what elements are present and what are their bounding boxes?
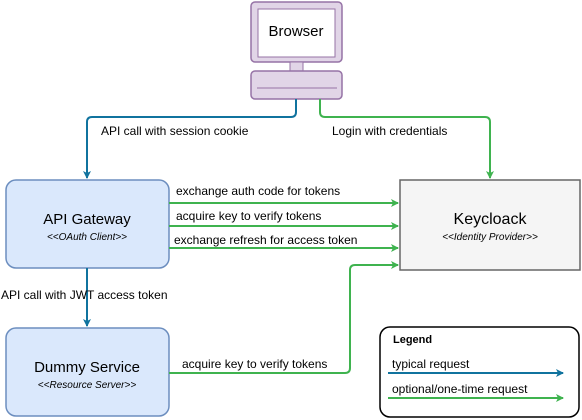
- keycloak-stereotype: <<Identity Provider>>: [442, 232, 538, 243]
- edge-gateway-acquire-key-label: acquire key to verify tokens: [176, 209, 321, 223]
- edge-gateway-to-service-label: API call with JWT access token: [1, 288, 168, 302]
- edge-browser-to-keycloak: [319, 99, 494, 179]
- keycloak-label: Keycloack: [454, 211, 528, 228]
- browser-screen: [257, 8, 336, 58]
- edge-service-acquire-key-label: acquire key to verify tokens: [182, 357, 327, 371]
- edge-exchange-refresh-label: exchange refresh for access token: [174, 233, 357, 247]
- legend: Legend typical request optional/one-time…: [379, 326, 580, 418]
- api-gateway-stereotype: <<OAuth Client>>: [47, 232, 127, 243]
- keycloak-node: Keycloack <<Identity Provider>>: [399, 179, 581, 271]
- api-gateway-label: API Gateway: [43, 211, 131, 228]
- dummy-service-stereotype: <<Resource Server>>: [38, 380, 137, 391]
- edge-browser-to-gateway: [83, 99, 297, 179]
- edge-service-acquire-key: [169, 261, 399, 374]
- dummy-service-node: Dummy Service <<Resource Server>>: [5, 327, 170, 417]
- legend-title: Legend: [393, 334, 432, 346]
- browser-computer-icon: Browser: [250, 1, 343, 100]
- edge-browser-to-keycloak-label: Login with credentials: [332, 124, 447, 138]
- browser-neck: [289, 61, 304, 72]
- edge-browser-to-gateway-label: API call with session cookie: [101, 124, 249, 138]
- legend-typical-label: typical request: [392, 357, 470, 371]
- browser-base: [250, 70, 343, 100]
- browser-label: Browser: [268, 23, 323, 40]
- edge-exchange-auth-code-label: exchange auth code for tokens: [176, 184, 340, 198]
- dummy-service-label: Dummy Service: [34, 359, 140, 376]
- legend-optional-label: optional/one-time request: [392, 382, 528, 396]
- api-gateway-node: API Gateway <<OAuth Client>>: [5, 179, 170, 269]
